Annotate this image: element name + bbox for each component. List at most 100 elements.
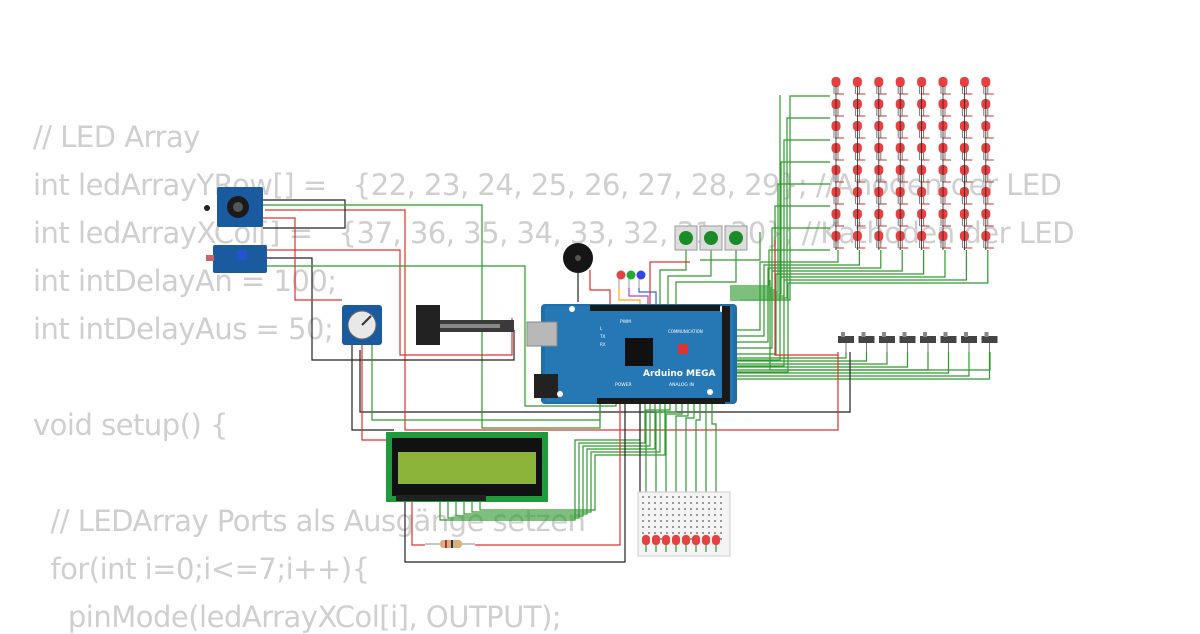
matrix-led [938,77,948,87]
mcu-chip [625,338,653,366]
wire [736,352,909,368]
slide-switch [920,336,936,343]
wire [659,250,687,305]
breadboard-led [712,535,720,545]
wire [736,352,888,365]
comm-label: COMMUNICATION [668,329,703,334]
wire [736,352,868,362]
breadboard-led [702,535,710,545]
push-button-2[interactable] [699,225,723,251]
wire [655,404,677,535]
breadboard-led [672,535,680,545]
pwm-label: PWM [620,319,631,325]
arduino-mega-board: Arduino MEGA PWM COMMUNICATION POWER ANA… [526,304,737,404]
breadboard-led [682,535,690,545]
board-name: Arduino MEGA [643,369,716,379]
slide-potentiometer-icon[interactable] [416,305,514,345]
wire [267,257,515,361]
wire [447,404,646,519]
wire [359,350,851,413]
wire [685,404,695,535]
tx-label: TX [599,334,605,339]
wire [628,288,649,305]
reset-button[interactable] [678,344,688,354]
slide-switch [961,336,977,343]
matrix-led [852,77,862,87]
push-button-1[interactable] [674,225,698,251]
wire [711,404,717,535]
wires [263,95,991,563]
wire [371,345,601,421]
wire [455,404,651,517]
wire [589,270,611,305]
led-matrix [831,77,994,250]
wire [732,250,839,331]
wire [351,345,394,431]
wire [404,404,626,563]
rx-label: RX [600,342,606,347]
slide-switch [981,336,998,343]
slide-switch [940,336,957,343]
power-label: POWER [615,382,632,388]
l-label: L [600,326,603,331]
wire [730,249,830,287]
wire [695,404,701,535]
wire [667,250,712,305]
usb-port [526,321,558,347]
push-button-3[interactable] [724,225,748,251]
potentiometer-icon[interactable] [342,305,382,345]
wire [732,250,968,367]
wire [736,352,950,374]
wire [730,183,830,293]
wire [265,209,839,431]
power-jack [534,374,558,398]
wire [463,404,656,515]
wire [732,250,861,337]
matrix-led [831,77,841,87]
wire [665,404,683,535]
lcd-display [386,432,548,502]
status-leds [616,270,646,288]
wire [675,404,689,535]
wire [730,117,830,299]
sensor-module-icon [206,245,267,273]
wire [267,265,617,407]
push-buttons [674,225,748,251]
wire [774,240,838,356]
matrix-led [981,77,991,87]
matrix-led [917,77,927,87]
wire [736,352,970,377]
slide-switch [838,336,854,343]
wire [736,352,847,359]
wire [736,352,929,371]
wire [618,288,641,305]
wire [732,250,989,373]
breadboard-led [662,535,670,545]
breadboard-led [692,535,700,545]
analog-label: ANALOG IN [669,382,694,388]
resistor-icon [425,540,475,548]
wire [361,345,402,441]
wire [649,261,690,305]
wire [471,404,661,513]
wire [645,404,671,535]
slide-switch [858,336,875,343]
wire [475,404,621,546]
slide-switch [899,336,916,343]
slide-switch [879,336,895,343]
wire [730,139,830,297]
wire [638,288,657,305]
bottom-led-breadboard [637,491,731,557]
wire [263,217,342,301]
wire [736,352,991,380]
slide-switch-row [838,332,998,352]
wire [267,249,513,356]
wire [675,250,737,305]
ir-receiver-icon [204,187,263,227]
breadboard-led [642,535,650,545]
wire [263,199,346,229]
wire [732,250,925,355]
wire [732,250,882,343]
wire [769,280,991,371]
